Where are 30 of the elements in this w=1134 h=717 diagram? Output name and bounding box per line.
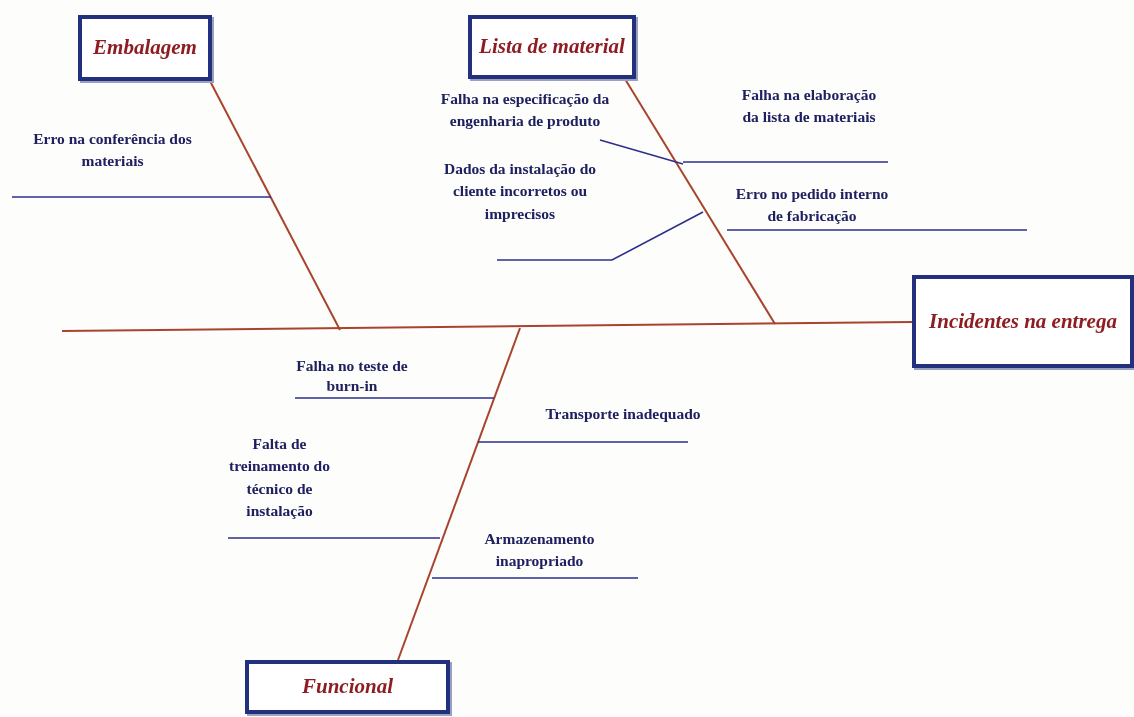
cause-text: Transporte inadequado [544,404,702,424]
cause-line [682,161,889,163]
cause-line [227,537,441,539]
cause-text: Falha no teste de burn-in [295,356,409,397]
category-box [912,275,1134,368]
cause-line [477,441,689,443]
cause-line [431,577,639,579]
cause-line [11,196,272,198]
bone-line [209,80,341,331]
cause-line [496,211,704,261]
category-label: Funcional [301,673,393,701]
cause-text: Falha na elaboração da lista de materiais [740,85,878,128]
cause-line [726,229,1028,231]
bone-line [624,78,776,325]
cause-line [599,139,684,165]
category-label: Incidentes na entrega [929,307,1117,335]
cause-line [294,397,495,399]
cause-text: Falha na especificação da engenharia de produto [439,89,611,132]
cause-text: Armazenamento inapropriado [483,529,596,572]
category-label: Embalagem [93,34,197,62]
bone-line [397,327,521,661]
category-label: Lista de material [479,33,625,61]
cause-text: Dados da instalação do cliente incorretos ou imprecisos [443,159,597,224]
cause-text: Erro no pedido interno de fabricação [734,184,890,227]
category-box [245,660,450,714]
bone-line [61,321,913,332]
category-box [468,15,636,79]
cause-text: Erro na conferência dos materiais [32,129,193,172]
category-box [78,15,212,81]
cause-text: Falta de treinamento do técnico de instalação [228,434,331,522]
